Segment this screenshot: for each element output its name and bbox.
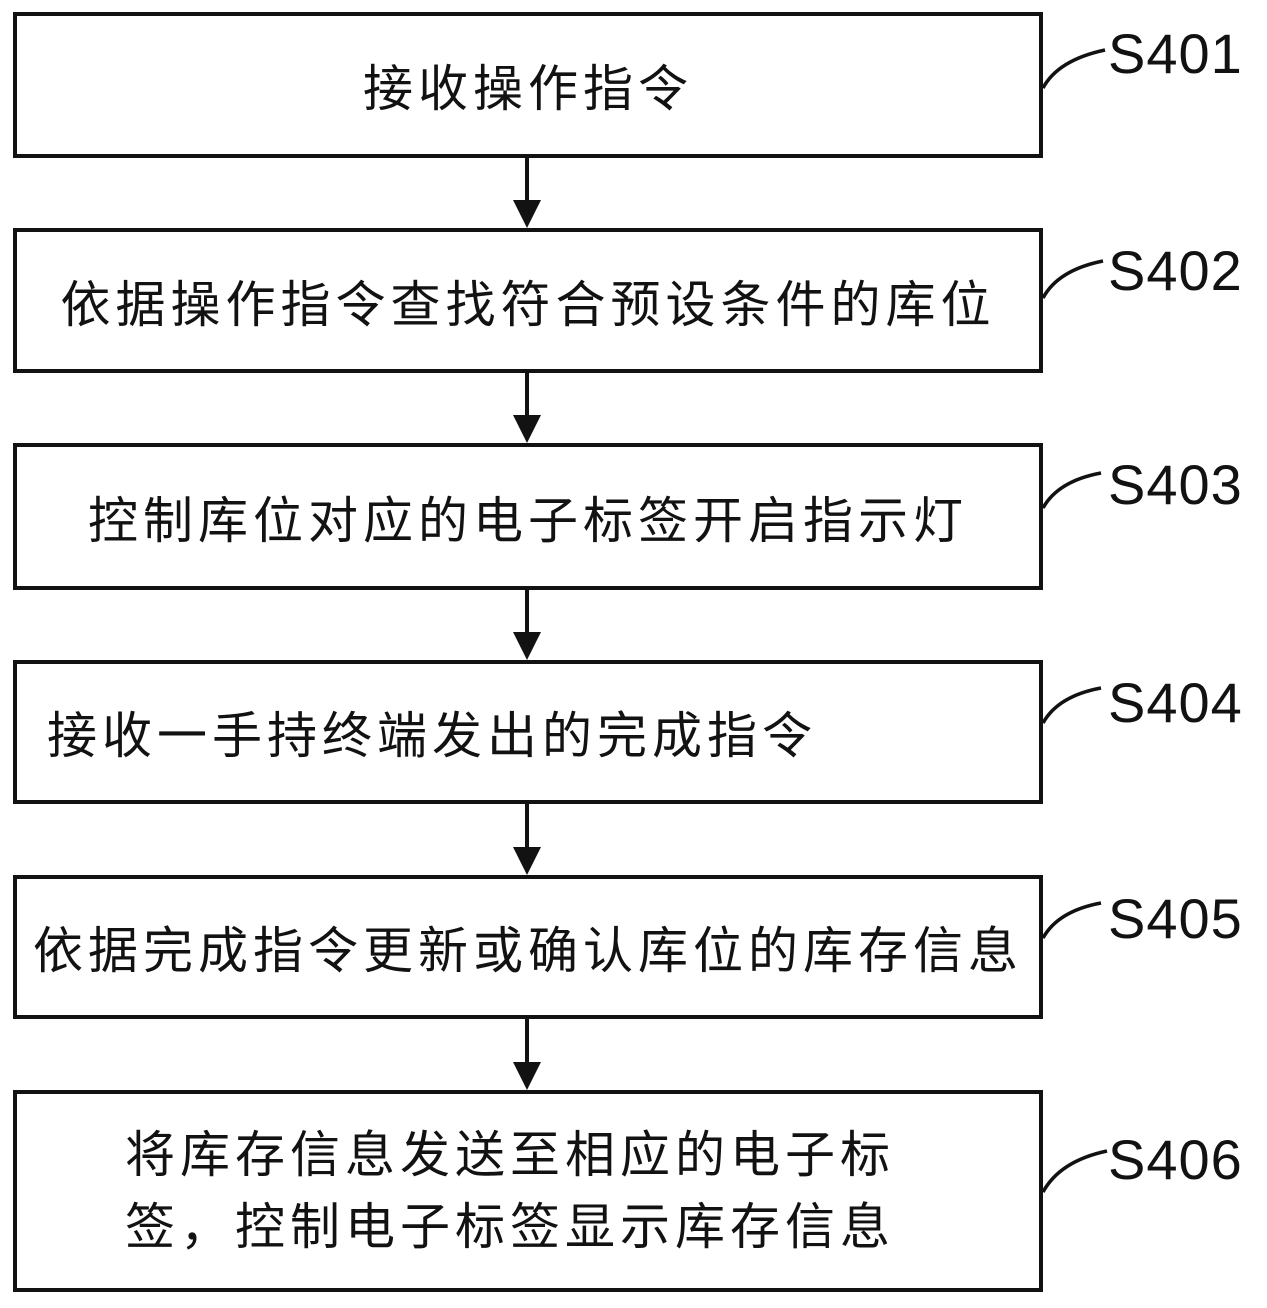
label-connector-s405: [1041, 901, 1102, 939]
down-arrowhead-icon: [513, 847, 541, 875]
label-connector-s401: [1041, 48, 1106, 89]
step-box-s401: 接收操作指令: [13, 12, 1043, 158]
step-text: 将库存信息发送至相应的电子标 签，控制电子标签显示库存信息: [125, 1119, 895, 1263]
step-label-s401: S401: [1108, 22, 1243, 85]
down-arrowhead-icon: [513, 632, 541, 660]
step-text-line-1: 将库存信息发送至相应的电子标: [125, 1127, 895, 1183]
step-text: 控制库位对应的电子标签开启指示灯: [88, 492, 968, 549]
step-text: 依据完成指令更新或确认库位的库存信息: [33, 923, 1023, 979]
label-connector-s404: [1041, 686, 1102, 724]
down-arrow-3: [513, 590, 541, 660]
down-arrowhead-icon: [513, 1062, 541, 1090]
step-box-s402: 依据操作指令查找符合预设条件的库位: [13, 228, 1043, 373]
step-text-line-2: 签，控制电子标签显示库存信息: [125, 1199, 895, 1255]
label-connector-s403: [1041, 471, 1102, 509]
step-text: 接收操作指令: [363, 61, 693, 117]
step-label-s405: S405: [1108, 887, 1243, 950]
step-label-s404: S404: [1108, 671, 1243, 734]
label-connector-s406: [1041, 1149, 1108, 1193]
step-label-s403: S403: [1108, 453, 1243, 516]
step-box-s404: 接收一手持终端发出的完成指令: [13, 660, 1043, 804]
down-arrowhead-icon: [513, 200, 541, 228]
step-box-s405: 依据完成指令更新或确认库位的库存信息: [13, 875, 1043, 1019]
down-arrow-4: [513, 804, 541, 875]
label-connector-s402: [1041, 259, 1104, 299]
down-arrow-5: [513, 1019, 541, 1090]
down-arrow-1: [513, 158, 541, 228]
step-box-s406: 将库存信息发送至相应的电子标 签，控制电子标签显示库存信息: [13, 1090, 1043, 1292]
step-text: 接收一手持终端发出的完成指令: [47, 708, 817, 764]
down-arrowhead-icon: [513, 415, 541, 443]
down-arrow-2: [513, 373, 541, 443]
step-text: 依据操作指令查找符合预设条件的库位: [60, 276, 996, 333]
step-label-s406: S406: [1108, 1128, 1243, 1191]
step-box-s403: 控制库位对应的电子标签开启指示灯: [13, 443, 1043, 590]
step-label-s402: S402: [1108, 239, 1243, 302]
